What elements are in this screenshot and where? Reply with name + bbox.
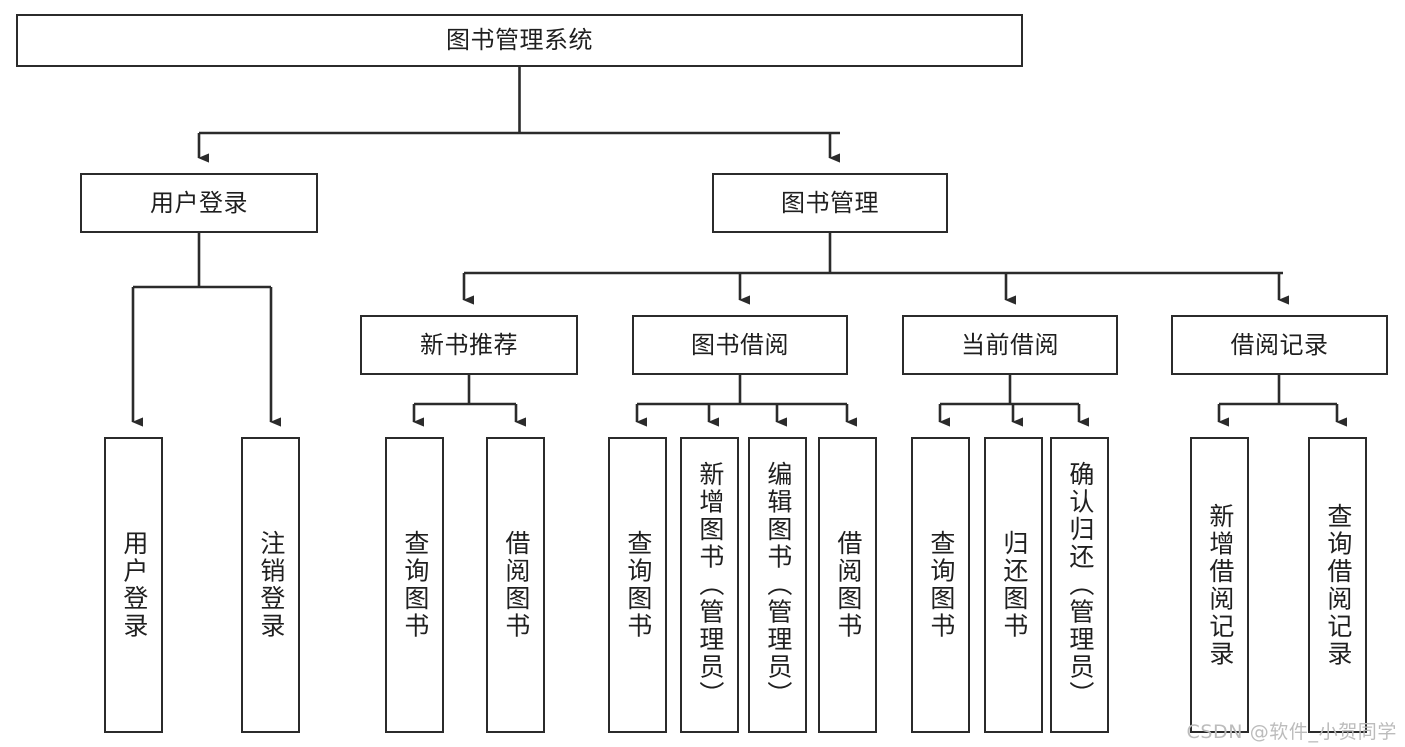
node-leaf-borrow-book-rec[interactable]: 借阅图书	[486, 437, 545, 733]
node-leaf-add-record-label: 新增借阅记录	[1205, 502, 1235, 668]
node-leaf-add-book[interactable]: 新增图书（管理员）	[680, 437, 739, 733]
node-leaf-query-book-rec-label: 查询图书	[400, 530, 430, 640]
node-leaf-query-book-borrow-label: 查询图书	[623, 530, 653, 640]
node-leaf-user-logout[interactable]: 注销登录	[241, 437, 300, 733]
node-leaf-borrow-book-label: 借阅图书	[833, 530, 863, 640]
node-leaf-borrow-book-rec-label: 借阅图书	[501, 530, 531, 640]
node-book-manage-label: 图书管理	[781, 188, 879, 217]
node-user-login[interactable]: 用户登录	[80, 173, 318, 233]
node-current-borrow-label: 当前借阅	[961, 330, 1059, 359]
node-leaf-edit-book-label: 编辑图书（管理员）	[763, 461, 793, 709]
node-leaf-return-book[interactable]: 归还图书	[984, 437, 1043, 733]
node-leaf-query-book-borrow[interactable]: 查询图书	[608, 437, 667, 733]
node-leaf-borrow-book[interactable]: 借阅图书	[818, 437, 877, 733]
node-new-book-rec[interactable]: 新书推荐	[360, 315, 578, 375]
node-book-borrow[interactable]: 图书借阅	[632, 315, 848, 375]
node-leaf-confirm-return[interactable]: 确认归还（管理员）	[1050, 437, 1109, 733]
node-new-book-rec-label: 新书推荐	[420, 330, 518, 359]
node-leaf-confirm-return-label: 确认归还（管理员）	[1065, 461, 1095, 709]
node-leaf-query-book-cur-label: 查询图书	[926, 530, 956, 640]
node-leaf-user-logout-label: 注销登录	[256, 530, 286, 640]
node-leaf-query-record-label: 查询借阅记录	[1323, 502, 1353, 668]
node-leaf-add-record[interactable]: 新增借阅记录	[1190, 437, 1249, 733]
node-book-manage[interactable]: 图书管理	[712, 173, 948, 233]
node-leaf-add-book-label: 新增图书（管理员）	[695, 461, 725, 709]
node-leaf-query-book-rec[interactable]: 查询图书	[385, 437, 444, 733]
node-leaf-user-login[interactable]: 用户登录	[104, 437, 163, 733]
node-user-login-label: 用户登录	[150, 188, 248, 217]
node-borrow-record-label: 借阅记录	[1230, 330, 1329, 359]
node-leaf-return-book-label: 归还图书	[999, 530, 1029, 640]
node-leaf-query-record[interactable]: 查询借阅记录	[1308, 437, 1367, 733]
node-current-borrow[interactable]: 当前借阅	[902, 315, 1118, 375]
node-leaf-query-book-cur[interactable]: 查询图书	[911, 437, 970, 733]
node-leaf-user-login-label: 用户登录	[119, 530, 149, 640]
node-borrow-record[interactable]: 借阅记录	[1171, 315, 1388, 375]
node-leaf-edit-book[interactable]: 编辑图书（管理员）	[748, 437, 807, 733]
node-root-label: 图书管理系统	[446, 26, 593, 55]
node-root-system[interactable]: 图书管理系统	[16, 14, 1023, 67]
node-book-borrow-label: 图书借阅	[691, 330, 789, 359]
csdn-watermark: CSDN @软件_小贺同学	[1186, 721, 1397, 743]
